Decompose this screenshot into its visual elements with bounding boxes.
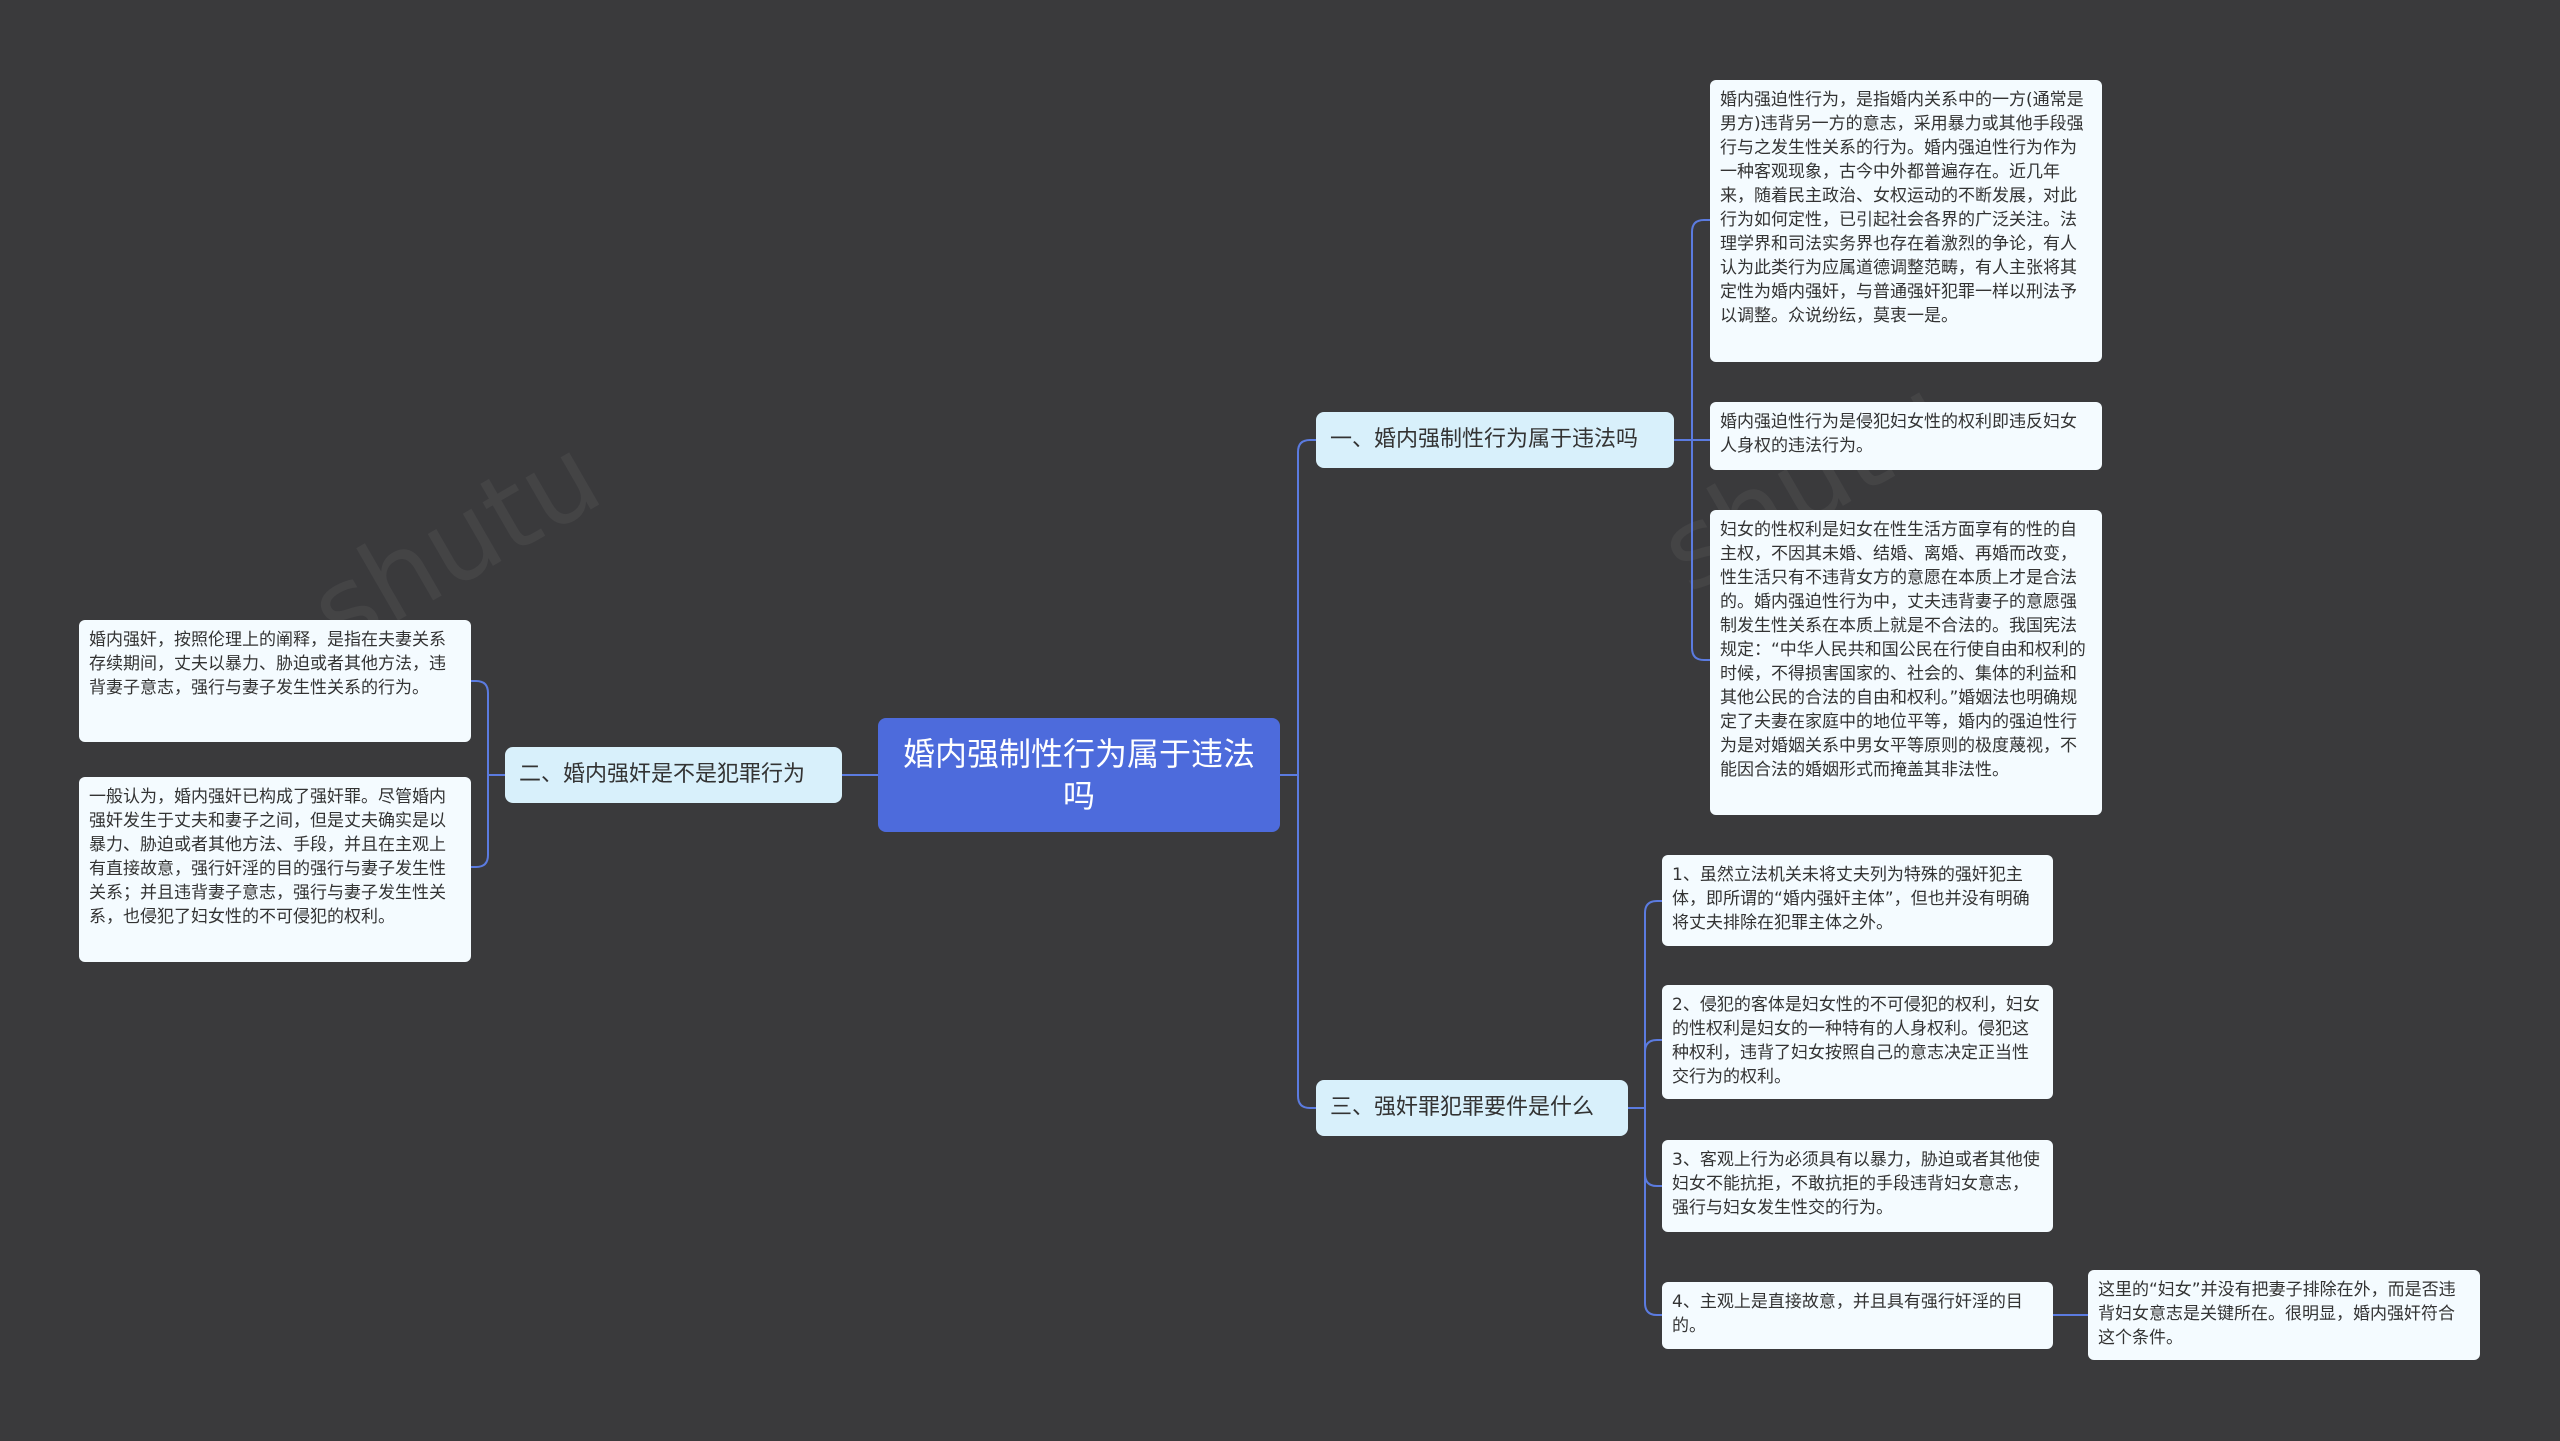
link-b2-l2 — [471, 775, 489, 868]
leaf-text: 4、主观上是直接故意，并且具有强行奸淫的目的。 — [1672, 1292, 2023, 1336]
leaf-text: 这里的“妇女”并没有把妻子排除在外，而是否违背妇女意志是关键所在。很明显，婚内强… — [2098, 1280, 2456, 1348]
link-root-b1 — [1280, 439, 1316, 776]
link-b3-l3 — [1644, 1108, 1662, 1187]
leaf-topic[interactable]: 婚内强迫性行为，是指婚内关系中的一方(通常是男方)违背另一方的意志，采用暴力或其… — [1710, 80, 2102, 362]
leaf-topic[interactable]: 1、虽然立法机关未将丈夫列为特殊的强奸犯主体，即所谓的“婚内强奸主体”，但也并没… — [1662, 855, 2053, 946]
leaf-text: 一般认为，婚内强奸已构成了强奸罪。尽管婚内强奸发生于丈夫和妻子之间，但是丈夫确实… — [89, 787, 446, 927]
link-b3-l4 — [1644, 1108, 1662, 1316]
leaf-text: 1、虽然立法机关未将丈夫列为特殊的强奸犯主体，即所谓的“婚内强奸主体”，但也并没… — [1672, 865, 2030, 933]
branch-topic-label: 三、强奸罪犯罪要件是什么 — [1330, 1095, 1595, 1120]
link-b3-l2 — [1644, 1039, 1662, 1108]
branch-topic-1[interactable]: 一、婚内强制性行为属于违法吗 — [1316, 412, 1674, 468]
leaf-text: 婚内强迫性行为，是指婚内关系中的一方(通常是男方)违背另一方的意志，采用暴力或其… — [1720, 90, 2084, 326]
leaf-topic[interactable]: 婚内强迫性行为是侵犯妇女性的权利即违反妇女人身权的违法行为。 — [1710, 402, 2102, 470]
root-topic-label: 婚内强制性行为属于违法吗 — [902, 735, 1255, 815]
branch-topic-label: 二、婚内强奸是不是犯罪行为 — [519, 762, 806, 787]
branch-topic-2[interactable]: 二、婚内强奸是不是犯罪行为 — [505, 747, 842, 803]
leaf-topic[interactable]: 3、客观上行为必须具有以暴力，胁迫或者其他使妇女不能抗拒，不敢抗拒的手段违背妇女… — [1662, 1140, 2053, 1232]
leaf-topic[interactable]: 一般认为，婚内强奸已构成了强奸罪。尽管婚内强奸发生于丈夫和妻子之间，但是丈夫确实… — [79, 777, 471, 962]
leaf-topic[interactable]: 婚内强奸，按照伦理上的阐释，是指在夫妻关系存续期间，丈夫以暴力、胁迫或者其他方法… — [79, 620, 471, 742]
leaf-topic[interactable]: 2、侵犯的客体是妇女性的不可侵犯的权利，妇女的性权利是妇女的一种特有的人身权利。… — [1662, 985, 2053, 1099]
branch-topic-label: 一、婚内强制性行为属于违法吗 — [1330, 427, 1639, 452]
link-b1-l1 — [1674, 219, 1710, 441]
root-topic[interactable]: 婚内强制性行为属于违法吗 — [878, 718, 1280, 832]
link-b1-l3 — [1691, 440, 1710, 661]
link-b2-l1 — [471, 680, 505, 776]
leaf-topic[interactable]: 这里的“妇女”并没有把妻子排除在外，而是否违背妇女意志是关键所在。很明显，婚内强… — [2088, 1270, 2480, 1360]
leaf-text: 婚内强奸，按照伦理上的阐释，是指在夫妻关系存续期间，丈夫以暴力、胁迫或者其他方法… — [89, 630, 446, 698]
leaf-text: 2、侵犯的客体是妇女性的不可侵犯的权利，妇女的性权利是妇女的一种特有的人身权利。… — [1672, 995, 2040, 1087]
link-root-b3 — [1297, 775, 1316, 1109]
branch-topic-3[interactable]: 三、强奸罪犯罪要件是什么 — [1316, 1080, 1628, 1136]
leaf-text: 妇女的性权利是妇女在性生活方面享有的性的自主权，不因其未婚、结婚、离婚、再婚而改… — [1720, 520, 2086, 780]
leaf-text: 婚内强迫性行为是侵犯妇女性的权利即违反妇女人身权的违法行为。 — [1720, 412, 2077, 456]
leaf-topic[interactable]: 妇女的性权利是妇女在性生活方面享有的性的自主权，不因其未婚、结婚、离婚、再婚而改… — [1710, 510, 2102, 815]
leaf-topic[interactable]: 4、主观上是直接故意，并且具有强行奸淫的目的。 — [1662, 1282, 2053, 1349]
leaf-text: 3、客观上行为必须具有以暴力，胁迫或者其他使妇女不能抗拒，不敢抗拒的手段违背妇女… — [1672, 1150, 2040, 1218]
link-b3-l1 — [1628, 900, 1662, 1109]
